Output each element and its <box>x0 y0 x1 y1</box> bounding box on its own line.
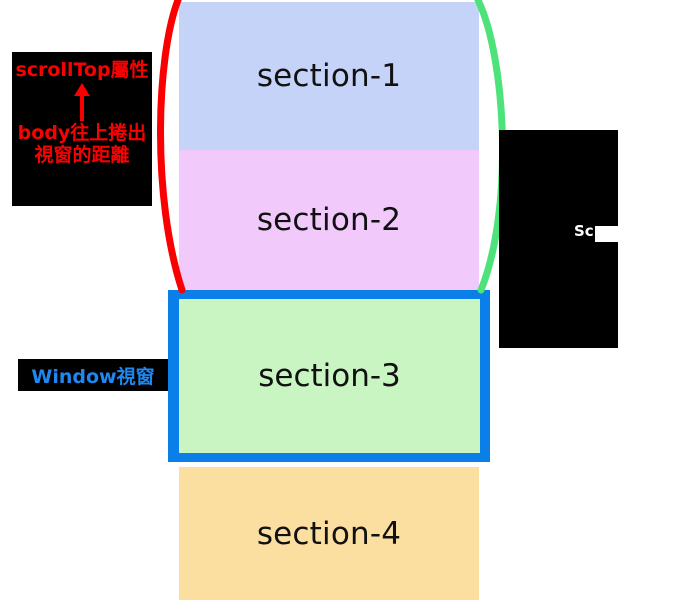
section-1-label: section-1 <box>256 58 402 94</box>
up-arrow-icon <box>71 81 93 123</box>
section-4-label: section-4 <box>256 515 402 552</box>
right-label-text: Sc <box>574 222 594 240</box>
scrolltop-desc-line2: 視窗的距離 <box>34 143 130 166</box>
annotation-right-obscured: Sc <box>499 130 665 348</box>
section-block-3: section-3 <box>179 299 480 453</box>
window-viewport-label: Window視窗 <box>31 365 155 388</box>
redaction-bar <box>595 226 665 242</box>
section-block-4: section-4 <box>179 467 479 600</box>
section-3-label: section-3 <box>258 358 401 394</box>
section-block-2: section-2 <box>179 150 479 290</box>
window-viewport-frame: section-3 <box>168 290 490 462</box>
section-block-1: section-1 <box>179 2 479 150</box>
annotation-window-viewport: Window視窗 <box>18 359 168 391</box>
scrolltop-title: scrollTop屬性 <box>15 59 149 81</box>
annotation-scrolltop: scrollTop屬性 body往上捲出 視窗的距離 <box>12 52 152 206</box>
section-2-label: section-2 <box>256 202 402 238</box>
scrolltop-desc-line1: body往上捲出 <box>17 121 147 144</box>
